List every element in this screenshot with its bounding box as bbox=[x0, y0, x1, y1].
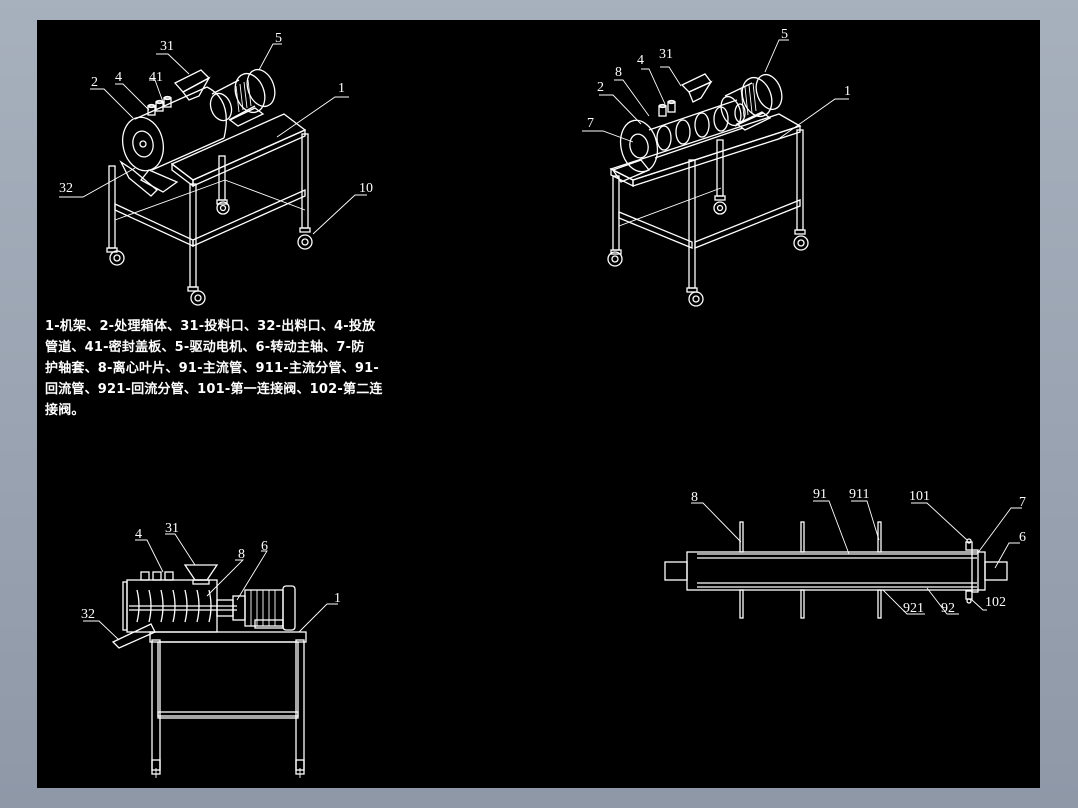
shaft-label-91: 91 bbox=[813, 487, 827, 502]
shaft-label-921: 921 bbox=[903, 601, 924, 616]
iso-left-label-41: 41 bbox=[149, 70, 163, 85]
iso-left-label-10: 10 bbox=[359, 181, 373, 196]
front-label-6: 6 bbox=[261, 539, 268, 554]
valve-101 bbox=[965, 541, 973, 551]
shaft-label-6: 6 bbox=[1019, 530, 1026, 545]
iso-left-label-32: 32 bbox=[59, 181, 73, 196]
iso-right-label-1: 1 bbox=[844, 84, 851, 99]
front-blades bbox=[136, 589, 212, 623]
shaft-blades-bottom bbox=[739, 589, 882, 619]
iso-right-label-5: 5 bbox=[781, 27, 788, 42]
iso-left-leaders bbox=[59, 43, 367, 235]
shaft-leaders bbox=[691, 500, 1022, 615]
iso-right-table-top bbox=[609, 113, 802, 181]
iso-right-casters bbox=[607, 195, 809, 307]
shaft-outer-sleeve bbox=[686, 551, 986, 591]
iso-left-table-top bbox=[170, 113, 307, 181]
shaft-blades-top bbox=[739, 521, 882, 553]
iso-left-leg-right bbox=[301, 133, 309, 229]
shaft-right-end bbox=[984, 561, 1008, 581]
valve-102 bbox=[965, 590, 973, 600]
front-outlet bbox=[111, 623, 156, 649]
iso-right-leaders bbox=[582, 39, 849, 143]
front-label-32: 32 bbox=[81, 607, 95, 622]
shaft-label-7: 7 bbox=[1019, 495, 1026, 510]
iso-right-motor bbox=[720, 73, 783, 131]
drawing-svg: 31 5 2 4 41 1 32 10 bbox=[59, 27, 1026, 778]
iso-left-label-4: 4 bbox=[115, 70, 122, 85]
shaft-label-92: 92 bbox=[941, 601, 955, 616]
drawing-canvas: 31 5 2 4 41 1 32 10 bbox=[37, 20, 1040, 788]
iso-left-pipes bbox=[147, 95, 172, 116]
iso-left-caster bbox=[106, 199, 313, 306]
shaft-label-101: 101 bbox=[909, 489, 930, 504]
iso-left-label-31: 31 bbox=[160, 39, 174, 54]
iso-right-pipes bbox=[658, 99, 676, 117]
iso-right-label-7: 7 bbox=[587, 116, 594, 131]
iso-view-right: 5 8 4 31 2 1 7 bbox=[582, 27, 851, 307]
iso-right-processing-box bbox=[619, 99, 746, 173]
front-leaders bbox=[83, 533, 338, 641]
iso-right-label-8: 8 bbox=[615, 65, 622, 80]
shaft-left-end bbox=[664, 561, 688, 581]
shaft-label-8: 8 bbox=[691, 490, 698, 505]
front-label-8: 8 bbox=[238, 547, 245, 562]
iso-left-leg-left bbox=[108, 165, 116, 249]
iso-left-processing-box bbox=[121, 86, 227, 172]
iso-left-leg-front bbox=[189, 183, 197, 288]
iso-right-label-2: 2 bbox=[597, 80, 604, 95]
front-view: 4 31 8 6 1 32 bbox=[81, 521, 341, 778]
front-label-31: 31 bbox=[165, 521, 179, 536]
iso-left-leg-back bbox=[218, 155, 226, 201]
shaft-section-view: 8 91 911 101 7 6 921 92 102 bbox=[664, 487, 1026, 619]
iso-left-label-1: 1 bbox=[338, 81, 345, 96]
iso-left-label-2: 2 bbox=[91, 75, 98, 90]
iso-left-outlet bbox=[119, 160, 158, 197]
iso-right-label-31: 31 bbox=[659, 47, 673, 62]
front-table-top bbox=[149, 631, 307, 643]
iso-view-left: 31 5 2 4 41 1 32 10 bbox=[59, 31, 373, 306]
iso-left-motor bbox=[209, 68, 276, 127]
front-hopper bbox=[183, 564, 219, 581]
shaft-label-911: 911 bbox=[849, 487, 869, 502]
front-label-1: 1 bbox=[334, 591, 341, 606]
front-label-4: 4 bbox=[135, 527, 142, 542]
iso-left-label-5: 5 bbox=[275, 31, 282, 46]
iso-right-label-4: 4 bbox=[637, 53, 644, 68]
parts-legend: 1-机架、2-处理箱体、31-投料口、32-出料口、4-投放 管道、41-密封盖… bbox=[45, 319, 383, 418]
shaft-label-102: 102 bbox=[985, 595, 1006, 610]
